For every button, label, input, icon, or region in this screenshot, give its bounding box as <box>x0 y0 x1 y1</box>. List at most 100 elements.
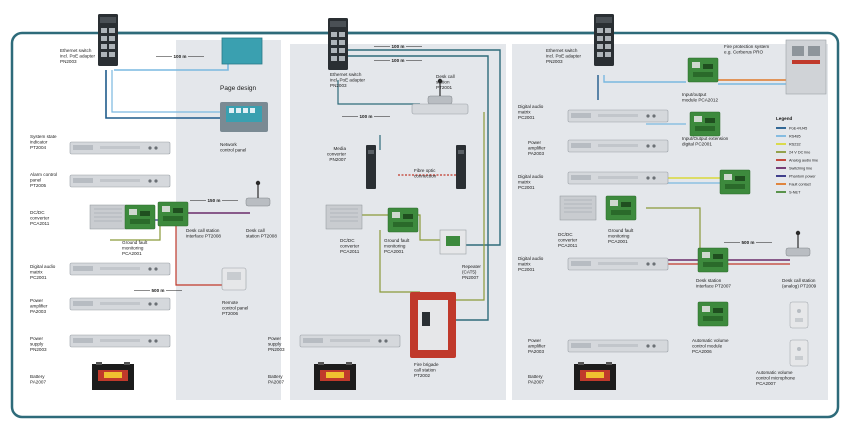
label-line: Automatic volume <box>692 338 729 343</box>
matrix-3 <box>567 171 669 185</box>
media-converter-1 <box>366 145 376 189</box>
label-line: digital PC2001 <box>682 141 712 146</box>
label-line: (analog) PT2009 <box>782 283 817 288</box>
label-line: matrix <box>518 109 531 114</box>
panel-3 <box>512 44 828 400</box>
label-line: PA2007 <box>528 379 544 384</box>
label-line: PC2001 <box>518 267 535 272</box>
distance-marker-d7: 500 m <box>724 240 772 245</box>
legend-item: RS232 <box>776 142 801 146</box>
label-line: Desk call <box>436 74 455 79</box>
io-module <box>687 57 719 83</box>
cable <box>646 207 701 250</box>
label-line: PN2003 <box>60 59 77 64</box>
label-line: PA2007 <box>30 379 46 384</box>
distance-marker-d2: 100 m <box>374 44 422 49</box>
label-line: interface PT2008 <box>186 233 221 238</box>
legend-label: S-NET <box>789 190 801 194</box>
legend-item: Phantom power <box>776 174 816 178</box>
label-line: PN2007 <box>462 275 479 280</box>
legend-item: PoE+RJ45 <box>776 126 807 130</box>
fire-protection-system <box>785 39 827 95</box>
label-line: Remote <box>222 300 239 305</box>
label-line: PN2003 <box>546 59 563 64</box>
distance-marker-d6: 500 m <box>134 288 182 293</box>
label-line: PCA2001 <box>384 249 404 254</box>
media-converter-2 <box>456 145 466 189</box>
label-line: Repeater <box>462 264 481 269</box>
label-line: PN2003 <box>268 347 285 352</box>
legend-label: RS485 <box>789 134 801 138</box>
label-line: Page design <box>220 85 257 92</box>
battery-1 <box>92 362 134 390</box>
distance-label: 100 m <box>173 54 186 59</box>
label-line: incl. PoE adapter <box>60 53 95 58</box>
distance-label: 100 m <box>359 114 372 119</box>
label-line: station <box>436 79 450 84</box>
label-line: PCA2011 <box>558 243 578 248</box>
state-indicator-device <box>69 141 171 155</box>
label-line: Ground fault <box>608 228 634 233</box>
amplifier-3 <box>567 339 669 353</box>
label-line: PN2003 <box>30 347 47 352</box>
label-line: Ethernet switch <box>546 48 578 53</box>
distance-marker-d1: 100 m <box>156 54 204 59</box>
cable <box>105 70 222 119</box>
label-line: PCA2011 <box>340 249 360 254</box>
label-line: call station <box>414 367 436 372</box>
label-line: control module <box>692 343 723 348</box>
label-line: Fire brigade <box>414 362 439 367</box>
label-line: PCA2007 <box>756 381 776 386</box>
label-line: Digital audio <box>30 264 56 269</box>
label-line: e.g. Cerberus PRO <box>724 49 763 54</box>
legend-item: 24 V DC line <box>776 150 810 154</box>
label-line: control panel <box>220 147 246 152</box>
label-line: Digital audio <box>518 256 544 261</box>
label-line: Battery <box>30 374 45 379</box>
cable <box>175 216 230 286</box>
alarm-panel-device <box>69 174 171 188</box>
legend-label: Phantom power <box>789 174 816 178</box>
label-line: PA2007 <box>268 379 284 384</box>
ground-fault-1 <box>124 204 156 230</box>
label-line: connection <box>414 173 437 178</box>
label-line: PA2003 <box>30 309 46 314</box>
page-design-screen <box>221 37 263 65</box>
label-line: Power <box>528 338 541 343</box>
desk-interface-3 <box>697 247 729 273</box>
label-line: PT2006 <box>222 311 239 316</box>
label-line: PCA2011 <box>30 221 50 226</box>
dcdc-converter-3 <box>559 195 597 221</box>
ground-fault-2 <box>387 207 419 233</box>
fire-brigade-station <box>410 292 456 358</box>
label-line: Desk call station <box>186 228 220 233</box>
distance-marker-d4: 100 m <box>342 114 390 119</box>
matrix-1 <box>69 262 171 276</box>
label-line: control panel <box>222 305 248 310</box>
label-line: Ground fault <box>122 240 148 245</box>
label-line: matrix <box>518 261 531 266</box>
label-line: control microphone <box>756 375 796 380</box>
cable <box>379 230 420 293</box>
dcdc-converter-1 <box>89 204 127 230</box>
label-line: matrix <box>518 179 531 184</box>
label-line: monitoring <box>608 233 630 238</box>
